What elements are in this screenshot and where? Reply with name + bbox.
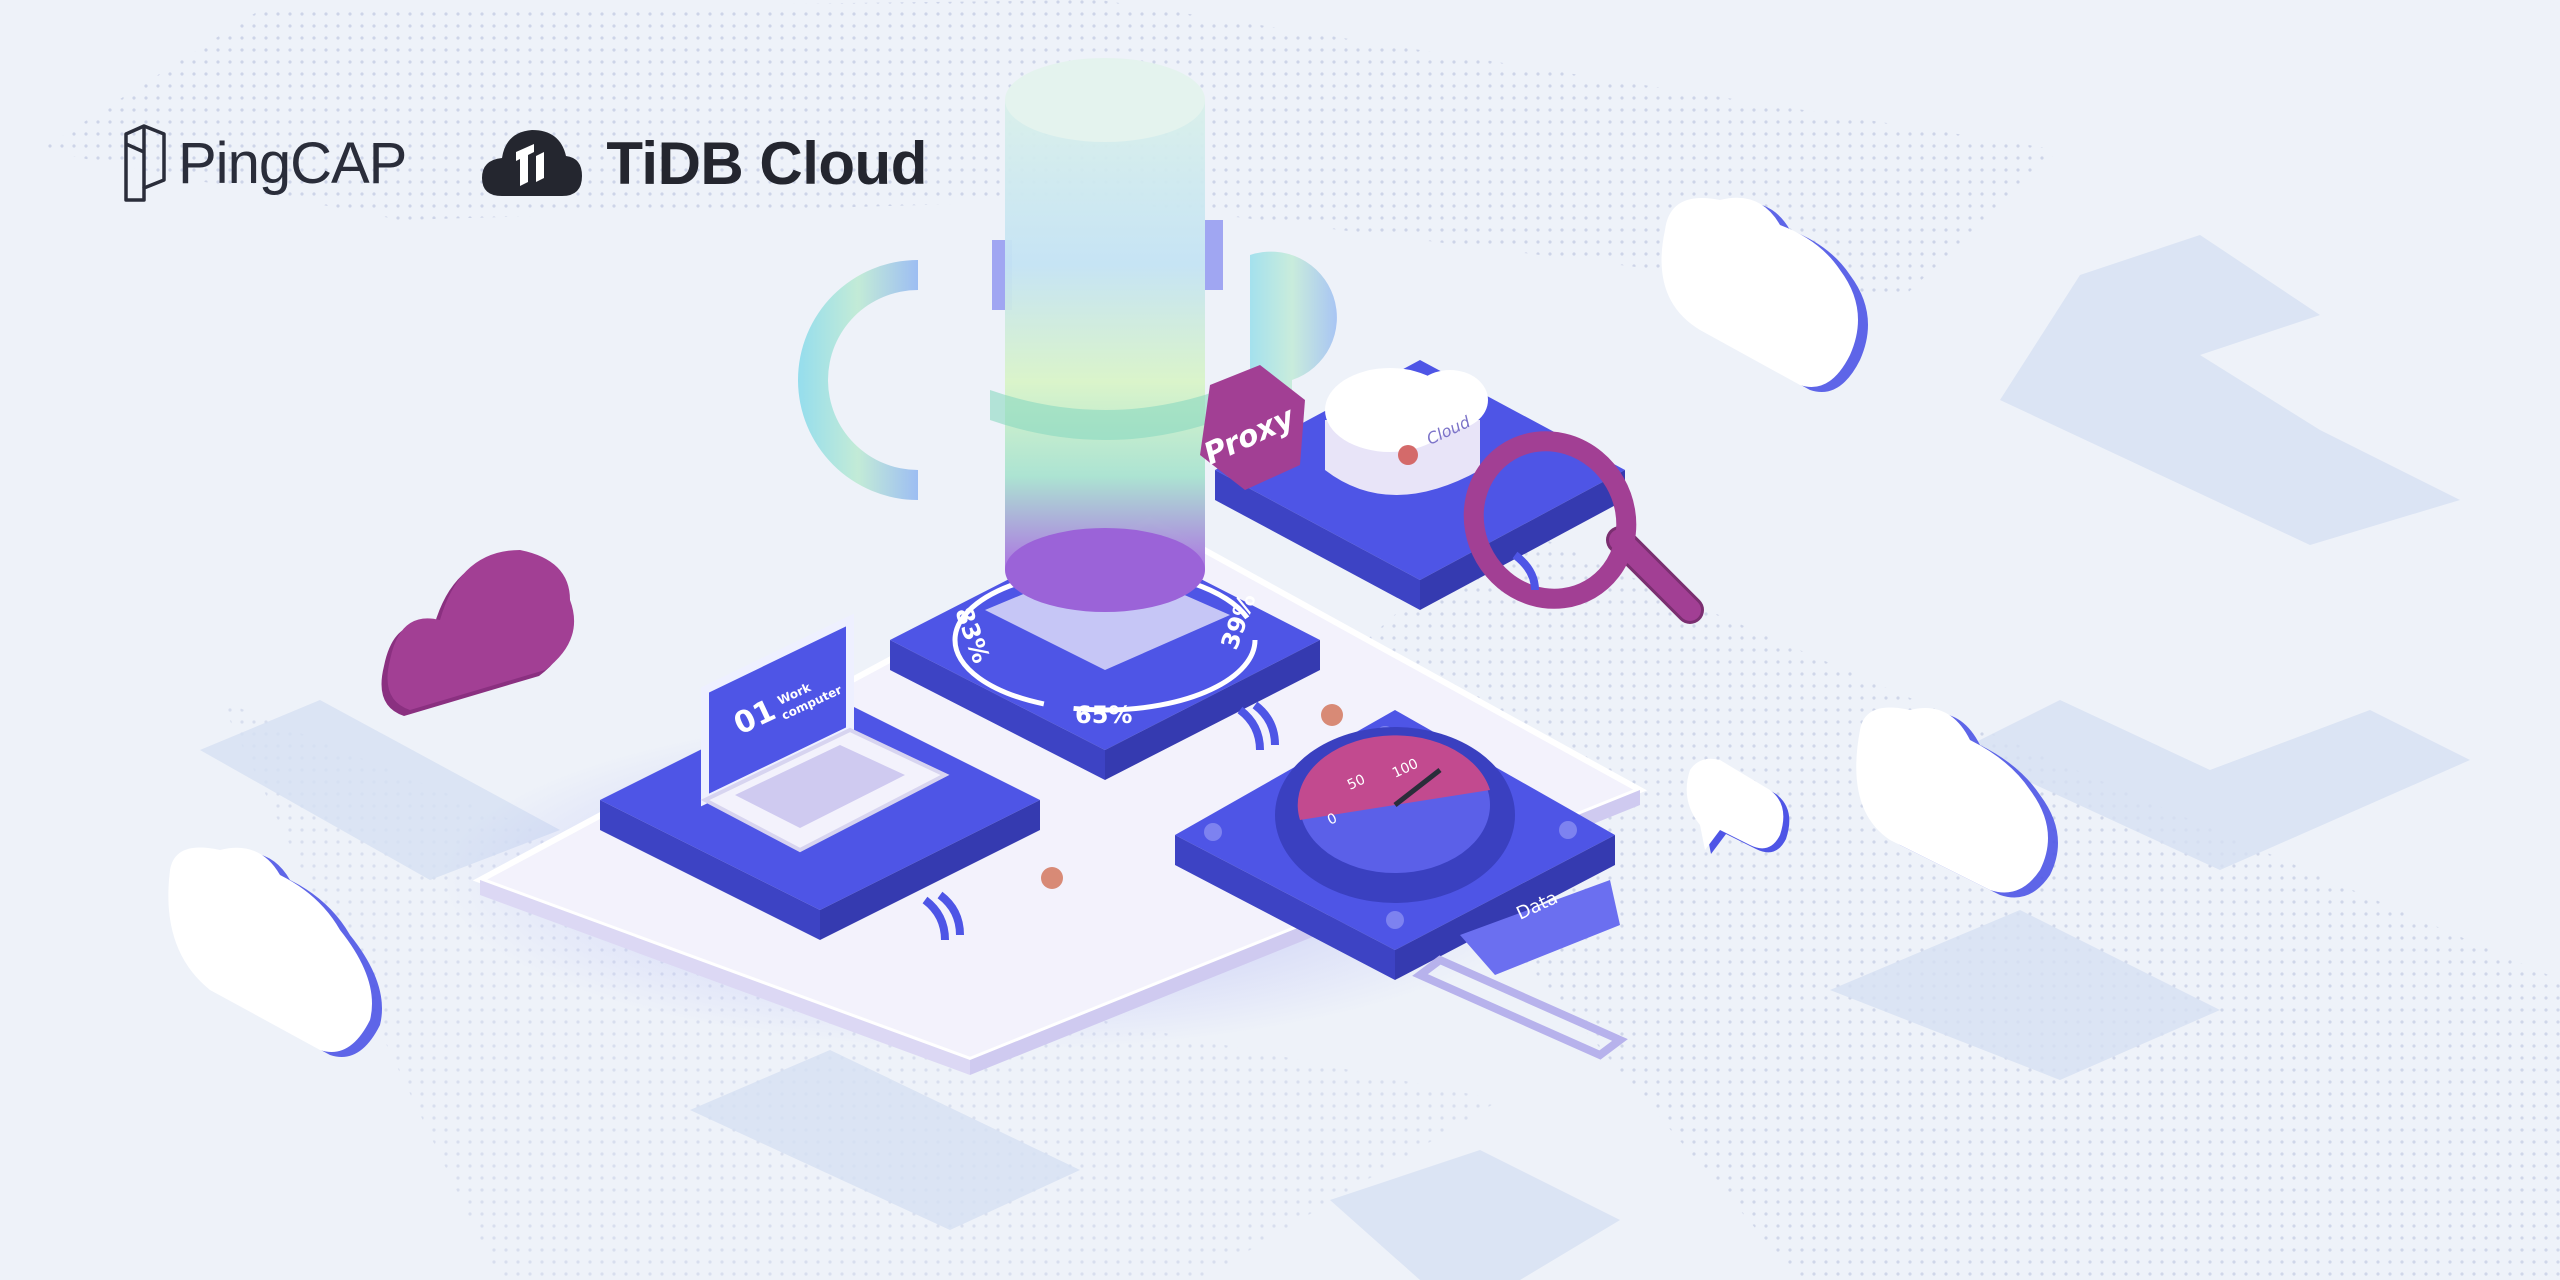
- gauge-tick-50: 50: [1345, 772, 1368, 794]
- tidb-cloud-icon: [482, 130, 583, 196]
- chat-bubble-icon: [1686, 758, 1790, 854]
- cloud-icon: [1661, 197, 1868, 392]
- cloud-icon: [1856, 707, 2058, 898]
- pingcap-logo: PingCAP: [122, 124, 407, 202]
- ring-label-bottom: 65%: [1075, 701, 1132, 729]
- connector-pipes: [922, 551, 1539, 941]
- data-tag: Data: [1412, 880, 1628, 1060]
- pingcap-wordmark: PingCAP: [178, 130, 407, 196]
- gauge-icon: 0 50 100: [1275, 727, 1515, 903]
- pingcap-icon: [124, 124, 166, 202]
- tidb-cloud-logo: TiDB Cloud: [480, 126, 927, 200]
- magnifier-icon: [1463, 431, 1704, 624]
- background-bands: [200, 235, 2470, 1280]
- logo-row: PingCAP TiDB Cloud: [122, 124, 927, 202]
- small-dot-2: [1321, 704, 1343, 726]
- proxy-hexagon: Proxy: [1199, 365, 1305, 490]
- laptop-icon: 01 Work computer: [700, 613, 950, 853]
- cloud-icon-magenta: [381, 550, 575, 716]
- tidb-cloud-wordmark: TiDB Cloud: [606, 129, 927, 197]
- small-dot-1: [1041, 867, 1063, 889]
- cloud-icon: [168, 847, 382, 1057]
- cloud-storage-icon: Cloud: [1325, 368, 1488, 495]
- database-cylinder-icon: [798, 58, 1337, 612]
